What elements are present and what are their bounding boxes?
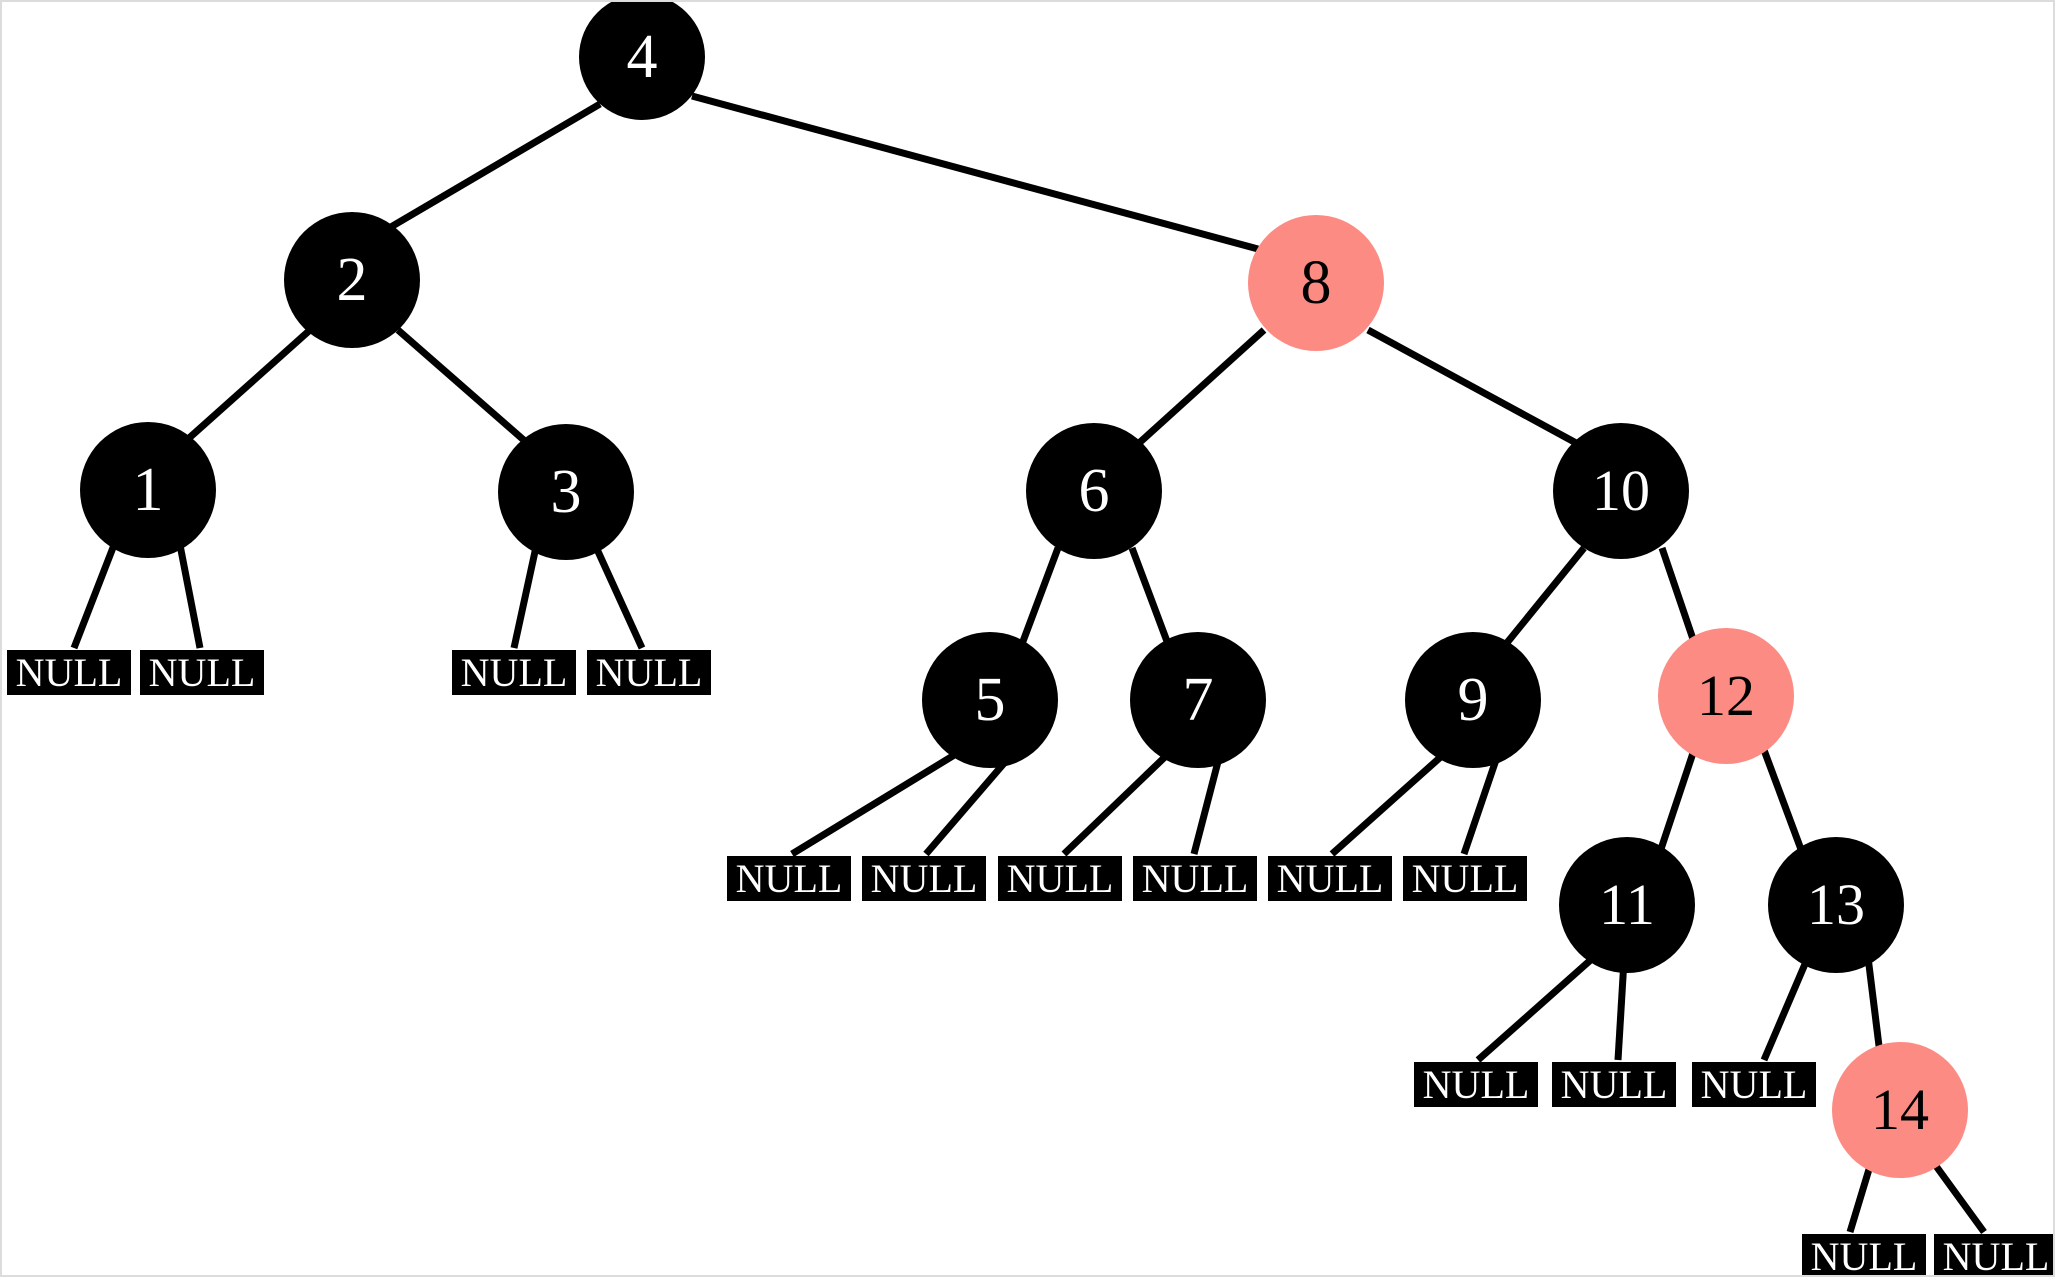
tree-edge <box>923 751 1015 857</box>
null-leaf-null-9-left: NULL <box>1268 856 1392 901</box>
tree-node-13[interactable]: 13 <box>1768 837 1904 973</box>
tree-edge <box>1018 546 1062 646</box>
tree-edge <box>1760 748 1806 854</box>
tree-edge <box>592 545 646 650</box>
tree-edge <box>70 543 118 650</box>
tree-edge <box>1135 327 1267 447</box>
tree-edge <box>1460 752 1502 856</box>
tree-edge <box>1061 751 1171 857</box>
tree-node-4[interactable]: 4 <box>579 2 705 120</box>
null-leaf-null-5-right: NULL <box>862 856 986 901</box>
null-leaf-null-9-right: NULL <box>1403 856 1527 901</box>
tree-node-2[interactable]: 2 <box>284 212 420 348</box>
tree-node-12[interactable]: 12 <box>1658 628 1794 764</box>
tree-edge <box>1329 751 1447 857</box>
tree-edge <box>1846 1164 1874 1234</box>
tree-edge <box>1503 545 1587 647</box>
tree-edge <box>1760 955 1812 1062</box>
tree-node-3[interactable]: 3 <box>498 424 634 560</box>
tree-edge <box>790 751 958 857</box>
tree-edge <box>1190 753 1224 855</box>
tree-edge <box>1475 954 1597 1063</box>
null-leaf-null-1-right: NULL <box>140 650 264 695</box>
null-leaf-null-11-left: NULL <box>1414 1062 1538 1107</box>
null-leaf-null-3-left: NULL <box>452 650 576 695</box>
tree-node-10[interactable]: 10 <box>1553 423 1689 559</box>
tree-node-11[interactable]: 11 <box>1559 837 1695 973</box>
tree-node-8[interactable]: 8 <box>1248 215 1384 351</box>
null-leaf-null-3-right: NULL <box>587 650 711 695</box>
null-leaf-null-1-left: NULL <box>7 650 131 695</box>
tree-edge <box>1128 546 1172 646</box>
tree-edge <box>510 546 540 649</box>
tree-node-6[interactable]: 6 <box>1026 423 1162 559</box>
tree-edge <box>382 100 602 235</box>
tree-node-9[interactable]: 9 <box>1405 632 1541 768</box>
tree-node-1[interactable]: 1 <box>80 422 216 558</box>
tree-edge <box>691 92 1259 253</box>
tree-edge <box>1614 959 1628 1061</box>
tree-edge <box>1656 748 1698 854</box>
null-leaf-null-7-right: NULL <box>1133 856 1257 901</box>
tree-edge <box>1366 326 1580 448</box>
null-leaf-null-5-left: NULL <box>727 856 851 901</box>
null-leaf-null-14-right: NULL <box>1934 1234 2053 1275</box>
null-leaf-null-7-left: NULL <box>998 856 1122 901</box>
tree-edge <box>395 327 529 445</box>
null-leaf-null-14-left: NULL <box>1802 1234 1926 1275</box>
tree-edge <box>1658 546 1698 644</box>
tree-edge <box>1933 1163 1987 1235</box>
tree-node-5[interactable]: 5 <box>922 632 1058 768</box>
tree-edge <box>176 544 204 649</box>
tree-edge <box>185 327 313 442</box>
null-leaf-null-11-right: NULL <box>1552 1062 1676 1107</box>
null-leaf-null-13-left: NULL <box>1692 1062 1816 1107</box>
tree-node-14[interactable]: 14 <box>1832 1042 1968 1178</box>
tree-node-7[interactable]: 7 <box>1130 632 1266 768</box>
tree-edge <box>1864 956 1884 1055</box>
